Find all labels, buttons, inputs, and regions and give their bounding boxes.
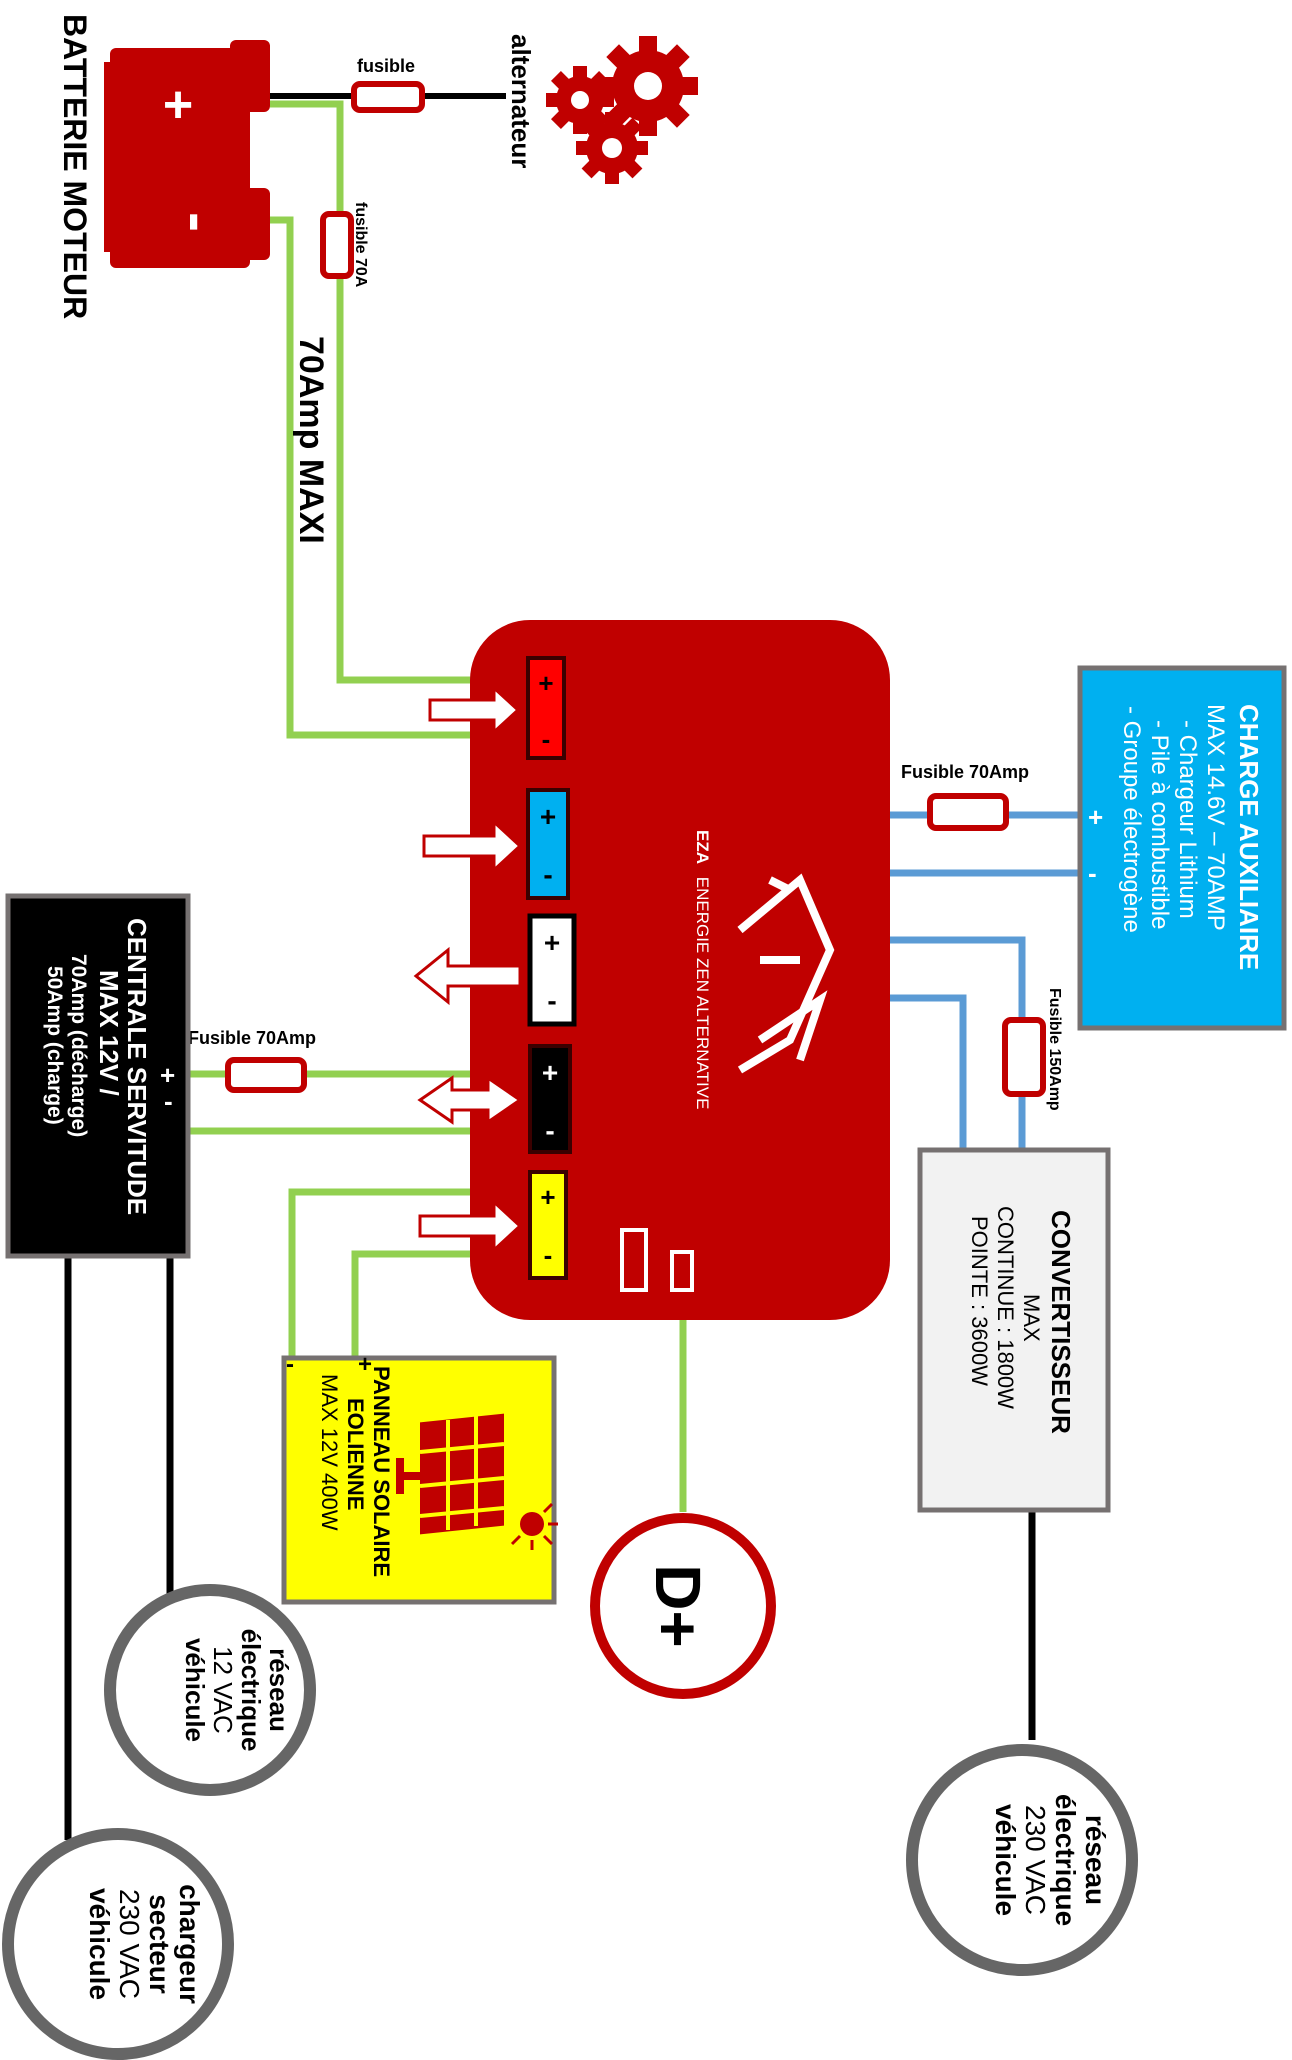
converter-box: CONVERTISSEUR MAX CONTINUE : 1800W POINT… xyxy=(917,1147,1111,1513)
svg-text:véhicule: véhicule xyxy=(180,1638,210,1742)
connector-slot xyxy=(620,1228,648,1292)
svg-text:-: - xyxy=(542,724,551,754)
svg-text:véhicule: véhicule xyxy=(84,1888,115,2000)
fuse-service xyxy=(225,1057,307,1093)
svg-text:véhicule: véhicule xyxy=(990,1804,1021,1916)
gear-small xyxy=(576,112,648,184)
svg-text:+: + xyxy=(542,1057,558,1088)
engine-battery: + - xyxy=(104,40,270,268)
svg-text:230 VAC: 230 VAC xyxy=(1020,1805,1051,1915)
service-minus: - xyxy=(164,1086,173,1116)
aux-line-4: - Groupe électrogène xyxy=(1118,706,1145,933)
converter-line-2: CONTINUE : 1800W xyxy=(993,1206,1018,1409)
eza-brand: EZA ENERGIE ZEN ALTERNATIVE xyxy=(693,830,712,1109)
circle-charger: chargeur secteur 230 VAC véhicule xyxy=(2,1828,234,2060)
converter-line-3: POINTE : 3600W xyxy=(967,1216,992,1386)
aux-line-2: - Chargeur Lithium xyxy=(1174,720,1201,919)
svg-text:réseau: réseau xyxy=(264,1648,294,1732)
solar-line-2: EOLIENNE xyxy=(343,1398,368,1510)
wire-battery-minus xyxy=(270,216,528,739)
svg-text:+: + xyxy=(544,927,560,958)
solar-minus: - xyxy=(286,1351,294,1378)
svg-text:+: + xyxy=(540,801,556,832)
fuse-service-label: Fusible 70Amp xyxy=(188,1028,316,1048)
aux-charge-box: CHARGE AUXILIAIRE MAX 14.6V – 70AMP - Ch… xyxy=(1077,665,1287,1031)
wire-solar-plus xyxy=(288,1188,528,1360)
aux-line-3: - Pile à combustible xyxy=(1146,720,1173,929)
fuse-70a-label: fusible 70A xyxy=(352,202,369,288)
fuse-converter-label: Fusible 150Amp xyxy=(1046,988,1063,1111)
dplus-label: D+ xyxy=(642,1564,714,1648)
svg-text:électrique: électrique xyxy=(236,1629,266,1752)
arrow-in-battery xyxy=(428,684,521,736)
converter-line-1: MAX xyxy=(1019,1294,1044,1342)
cable-rating-label: 70Amp MAXI xyxy=(292,336,330,544)
arrow-in-solar xyxy=(418,1198,523,1254)
fuse-top xyxy=(351,81,425,113)
battery-title: BATTERIE MOTEUR xyxy=(57,14,93,319)
svg-text:12 VAC: 12 VAC xyxy=(208,1646,238,1734)
fuse-aux xyxy=(927,793,1009,831)
fuse-top-label: fusible xyxy=(357,56,415,76)
terminal-battery: + - xyxy=(526,656,566,760)
terminal-solar: + - xyxy=(528,1170,568,1280)
terminal-service: + - xyxy=(528,1044,572,1154)
fuse-70a xyxy=(320,211,354,279)
battery-base xyxy=(104,62,116,252)
gear-large xyxy=(598,36,698,136)
arrow-out-converter xyxy=(413,946,522,1006)
circle-net12: réseau électrique 12 VAC véhicule xyxy=(104,1584,316,1796)
battery-terminal-plus xyxy=(230,40,270,112)
eza-unit xyxy=(470,620,890,1320)
battery-plus-sign: + xyxy=(163,76,193,134)
flow-arrows xyxy=(413,684,523,1254)
solar-panel-icon xyxy=(396,1413,558,1550)
svg-text:+: + xyxy=(538,668,553,698)
terminal-aux: + - xyxy=(526,788,570,900)
service-line-2: 70Amp (décharge) xyxy=(67,954,90,1137)
service-line-1: MAX 12V / xyxy=(94,970,124,1096)
black-cables xyxy=(64,1256,1036,1840)
aux-title: CHARGE AUXILIAIRE xyxy=(1234,704,1264,970)
converter-title: CONVERTISSEUR xyxy=(1046,1210,1076,1434)
service-panel-box: CENTRALE SERVITUDE MAX 12V / 70Amp (déch… xyxy=(5,893,191,1259)
aux-line-1: MAX 14.6V – 70AMP xyxy=(1202,704,1229,931)
alternator-label: alternateur xyxy=(506,34,536,168)
svg-text:-: - xyxy=(547,985,556,1016)
svg-text:secteur: secteur xyxy=(144,1894,175,1994)
wire-battery-plus-alternator xyxy=(270,100,528,684)
connector-dplus xyxy=(670,1250,694,1292)
svg-text:réseau: réseau xyxy=(1080,1815,1111,1905)
service-plus: + xyxy=(160,1060,175,1090)
aux-plus: + xyxy=(1088,802,1103,832)
solar-title: PANNEAU SOLAIRE xyxy=(369,1366,394,1577)
circle-net230: réseau électrique 230 VAC véhicule xyxy=(906,1744,1138,1976)
svg-text:-: - xyxy=(543,859,552,890)
svg-text:chargeur: chargeur xyxy=(174,1884,205,2004)
solar-plus: + xyxy=(358,1351,372,1378)
solar-line-3: MAX 12V 400W xyxy=(317,1374,342,1531)
battery-terminal-minus xyxy=(230,188,270,260)
eza-logo-icon xyxy=(737,873,835,1074)
svg-text:-: - xyxy=(544,1240,553,1270)
arrow-left-service xyxy=(417,1075,523,1125)
svg-text:-: - xyxy=(545,1115,554,1146)
service-line-3: 50Amp (charge) xyxy=(43,966,66,1125)
terminal-converter: + - xyxy=(527,913,577,1027)
battery-body xyxy=(110,48,250,268)
gears-icon xyxy=(546,36,698,184)
solar-box: PANNEAU SOLAIRE EOLIENNE MAX 12V 400W + … xyxy=(281,1351,558,1605)
battery-minus-sign: - xyxy=(165,212,232,232)
svg-text:électrique: électrique xyxy=(1050,1794,1081,1926)
arrow-in-aux xyxy=(422,818,523,874)
gear-medium xyxy=(546,66,614,134)
fuse-aux-label: Fusible 70Amp xyxy=(901,762,1029,782)
service-title: CENTRALE SERVITUDE xyxy=(122,918,152,1215)
dplus-circle: D+ xyxy=(590,1513,776,1699)
svg-text:230 VAC: 230 VAC xyxy=(114,1889,145,1999)
svg-text:+: + xyxy=(540,1182,555,1212)
aux-minus: - xyxy=(1088,858,1097,888)
fuse-converter xyxy=(1002,1017,1046,1097)
